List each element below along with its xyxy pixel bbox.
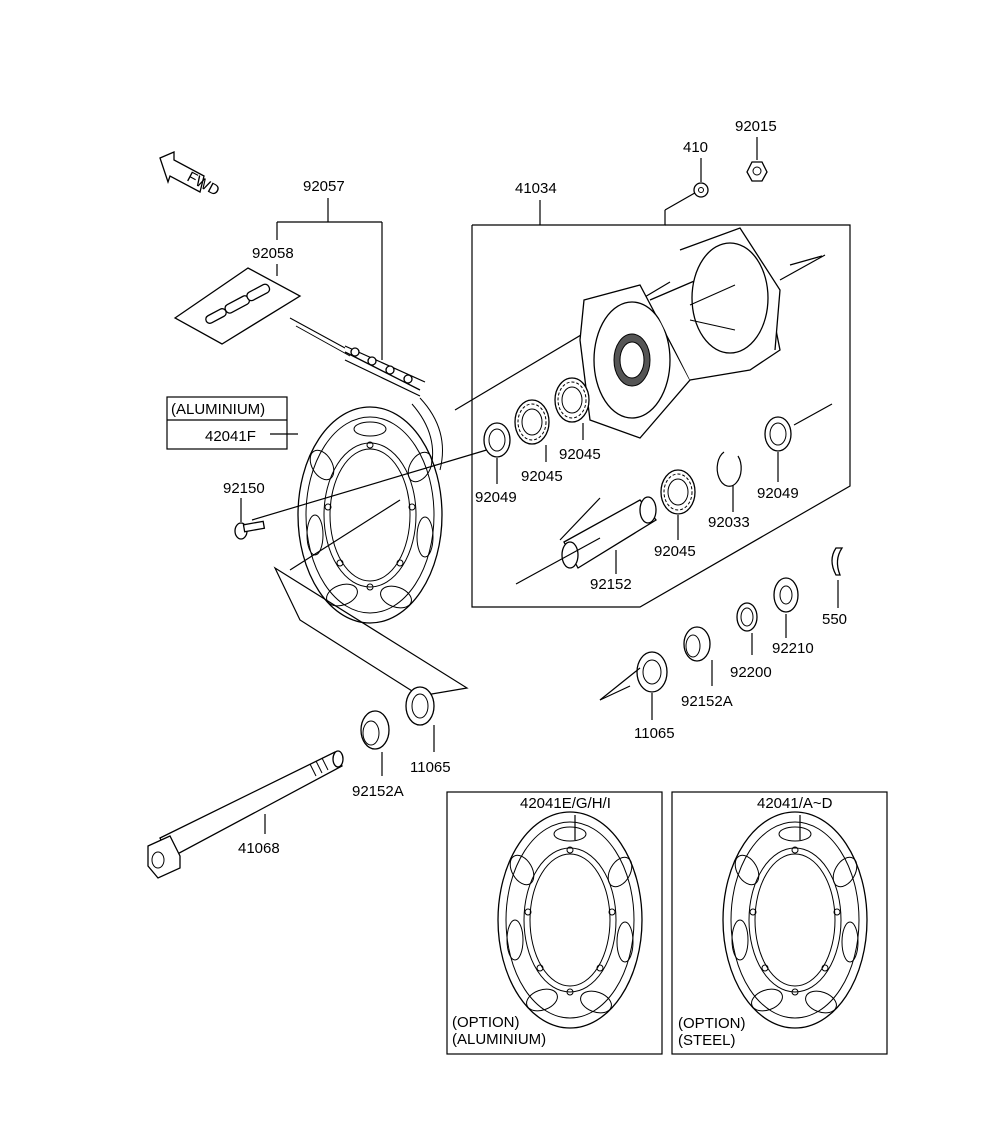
aluminium-tag xyxy=(166,396,298,450)
castle-nut-92210 xyxy=(773,577,799,638)
label-option-aluminium-part: 42041E/G/H/I xyxy=(520,795,611,812)
seal-92049-right xyxy=(764,403,833,482)
label-41034: 41034 xyxy=(515,180,557,197)
cotter-pin-550 xyxy=(831,547,844,608)
label-11065-left: 11065 xyxy=(410,759,451,776)
collar-92152A-left xyxy=(360,710,390,776)
bearing-92045-b xyxy=(554,377,590,440)
label-92150: 92150 xyxy=(223,480,265,497)
label-92152A-right: 92152A xyxy=(681,693,733,710)
label-option-steel-line1: (OPTION) xyxy=(678,1015,746,1032)
label-41068: 41068 xyxy=(238,840,280,857)
washer-410 xyxy=(693,158,709,198)
label-option-steel-part: 42041/A~D xyxy=(757,795,833,812)
option-steel-box xyxy=(671,791,888,1055)
spacer-92152 xyxy=(515,496,657,585)
label-410: 410 xyxy=(683,139,708,156)
label-11065-right: 11065 xyxy=(634,725,675,742)
label-92045-a: 92045 xyxy=(521,468,563,485)
nut-92015 xyxy=(746,137,768,182)
label-92210: 92210 xyxy=(772,640,814,657)
label-42041F: 42041F xyxy=(205,428,256,445)
option-aluminium-box xyxy=(446,791,663,1055)
label-92033: 92033 xyxy=(708,514,750,531)
washer-92200 xyxy=(736,602,758,655)
label-option-aluminium-line2: (ALUMINIUM) xyxy=(452,1031,546,1048)
seal-92049-left xyxy=(483,422,511,484)
axle-41068 xyxy=(147,750,344,879)
label-option-aluminium-line1: (OPTION) xyxy=(452,1014,520,1031)
fwd-arrow-icon: FWD xyxy=(159,151,222,200)
label-92152A-left: 92152A xyxy=(352,783,404,800)
label-92200: 92200 xyxy=(730,664,772,681)
circlip-92033 xyxy=(716,451,742,512)
label-92015: 92015 xyxy=(735,118,777,135)
seal-11065-right xyxy=(599,651,668,720)
label-92058: 92058 xyxy=(252,245,294,262)
label-aluminium-tag: (ALUMINIUM) xyxy=(171,401,265,418)
label-92049-right: 92049 xyxy=(757,485,799,502)
label-92057: 92057 xyxy=(303,178,345,195)
seal-11065-left xyxy=(405,686,435,752)
label-550: 550 xyxy=(822,611,847,628)
bolt-92150 xyxy=(234,498,266,540)
label-92045-c: 92045 xyxy=(654,543,696,560)
label-92045-b: 92045 xyxy=(559,446,601,463)
chain-assembly xyxy=(173,198,443,473)
bearing-92045-a xyxy=(514,399,550,462)
collar-92152A-right xyxy=(683,626,713,686)
label-option-steel-line2: (STEEL) xyxy=(678,1032,736,1049)
rear-sprocket-main xyxy=(297,406,443,624)
fwd-label: FWD xyxy=(184,169,222,200)
bearing-92045-c xyxy=(660,469,696,540)
label-92152: 92152 xyxy=(590,576,632,593)
label-92049-left: 92049 xyxy=(475,489,517,506)
rear-hub xyxy=(579,227,826,439)
